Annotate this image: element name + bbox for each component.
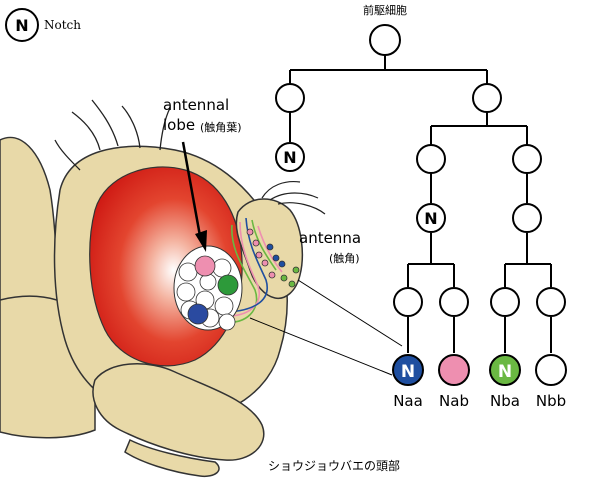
cell-bab xyxy=(512,203,542,233)
cell-b xyxy=(472,83,502,113)
cell-a xyxy=(275,83,305,113)
antennal-lobe-label-line1: antennal xyxy=(163,96,229,114)
cell-baa-notch-symbol: N xyxy=(424,209,437,228)
leaf-naa-symbol: N xyxy=(401,362,415,382)
antennal-lobe xyxy=(173,245,243,331)
cell-l3 xyxy=(490,287,520,317)
fly-proboscis-tip xyxy=(124,438,220,478)
antenna-neurons xyxy=(246,228,300,288)
antenna-label: antenna xyxy=(299,229,361,247)
cell-bb xyxy=(512,144,542,174)
leaf-naa xyxy=(392,354,424,386)
cell-l2 xyxy=(439,287,469,317)
cell-a-notch xyxy=(275,142,305,172)
antennal-lobe-arrow xyxy=(181,141,207,252)
head-bristles xyxy=(54,99,171,171)
antennal-lobe-label-line2: lobe xyxy=(163,116,195,134)
cell-root xyxy=(369,24,401,56)
figure-caption: ショウジョウバエの頭部 xyxy=(268,458,400,473)
neuron-projections xyxy=(211,217,283,324)
leaf-nab-label: Nab xyxy=(439,392,469,410)
cell-a-notch-symbol: N xyxy=(283,148,296,167)
leaf-nba xyxy=(489,354,521,386)
notch-legend: N Notch xyxy=(5,8,81,42)
notch-legend-symbol xyxy=(5,8,39,42)
antenna-bristles xyxy=(261,180,326,215)
cell-ba xyxy=(416,144,446,174)
tree-cells xyxy=(275,24,566,317)
antennal-lobe-label-jp: (触角葉) xyxy=(200,120,242,134)
lineage-tree xyxy=(289,55,552,353)
leaf-cells xyxy=(392,354,567,386)
leaf-nab xyxy=(438,354,470,386)
leaf-nba-label: Nba xyxy=(490,392,520,410)
fly-proboscis xyxy=(92,363,265,461)
tree-root-label: 前駆細胞 xyxy=(363,3,407,17)
pointer-line-to-naa-lower xyxy=(249,317,393,376)
glomerulus-blue xyxy=(187,303,209,325)
fly-head-illustration xyxy=(0,99,403,478)
leaf-nbb-label: Nbb xyxy=(536,392,566,410)
cell-baa-notch xyxy=(416,203,446,233)
leaf-nba-symbol: N xyxy=(498,362,512,382)
notch-legend-n: N xyxy=(15,16,28,35)
leaf-nbb xyxy=(535,354,567,386)
cell-l4 xyxy=(536,287,566,317)
cell-l1 xyxy=(393,287,423,317)
antenna-label-jp: (触角) xyxy=(329,251,360,265)
leaf-naa-label: Naa xyxy=(393,392,423,410)
pointer-line-to-naa xyxy=(297,279,403,347)
glomerulus-green xyxy=(217,274,239,296)
notch-legend-label: Notch xyxy=(44,18,81,32)
glomerulus-pink xyxy=(194,255,216,277)
